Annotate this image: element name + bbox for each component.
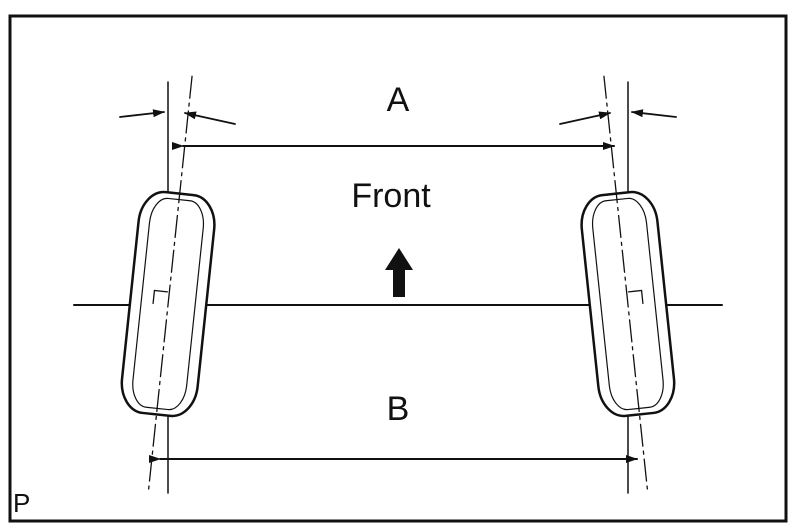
diagram-frame bbox=[8, 14, 788, 523]
right-angle-arrow-outer bbox=[559, 111, 611, 125]
right-right-angle-mark bbox=[627, 289, 644, 305]
corner-label: P bbox=[13, 488, 30, 518]
right-wheel bbox=[559, 75, 677, 495]
left-wheel bbox=[119, 75, 236, 495]
left-angle-arrow-outer bbox=[119, 109, 165, 118]
dimension-a-label: A bbox=[387, 81, 410, 119]
front-label: Front bbox=[351, 177, 431, 215]
left-right-angle-mark bbox=[152, 289, 169, 305]
right-angle-arrow-inner bbox=[631, 109, 677, 118]
front-direction-arrow-icon bbox=[385, 248, 413, 297]
dimension-b-label: B bbox=[387, 390, 410, 428]
left-angle-arrow-inner bbox=[184, 111, 236, 125]
